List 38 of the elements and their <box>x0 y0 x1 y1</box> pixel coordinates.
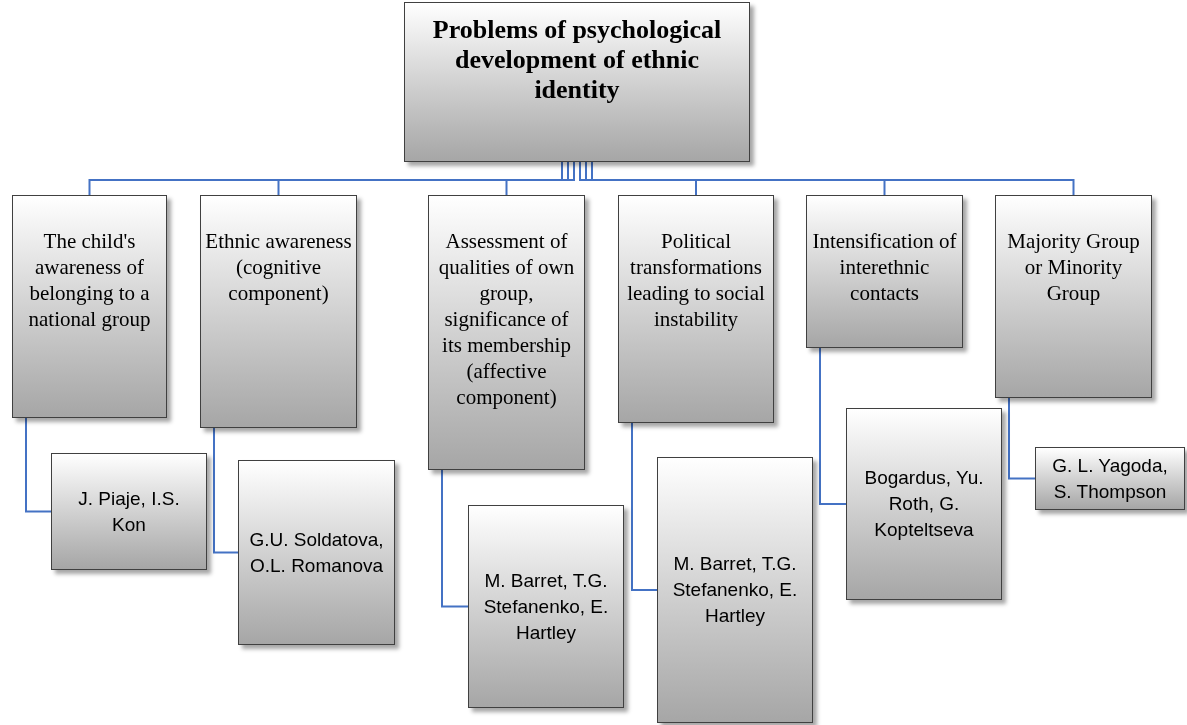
box-text: The child's awareness of belonging to a national group <box>27 228 152 332</box>
box-text: Problems of psychological development of ethnic identity <box>431 15 723 105</box>
box-text: Assessment of qualities of own group, significance of its membership (affective component) <box>437 228 576 410</box>
text-box <box>618 195 774 423</box>
box-text: G. L. Yagoda, S. Thompson <box>1051 453 1169 504</box>
connector-line <box>505 161 575 196</box>
text-box <box>995 195 1152 398</box>
connector-line <box>441 469 469 608</box>
box-text: Majority Group or Minority Group <box>1006 228 1141 306</box>
connector-line <box>585 161 886 196</box>
text-box <box>846 408 1002 600</box>
connector-line <box>277 161 569 196</box>
text-box <box>404 2 750 162</box>
box-text: Bogardus, Yu. Roth, G. Kopteltseva <box>863 466 985 542</box>
box-text: Ethnic awareness (cognitive component) <box>205 228 352 306</box>
connector-line <box>819 347 847 505</box>
connector-line <box>591 161 1075 196</box>
box-text: M. Barret, T.G. Stefanenko, E. Hartley <box>671 552 799 628</box>
text-box <box>12 195 167 418</box>
connector-line <box>631 422 658 591</box>
text-box <box>200 195 357 428</box>
text-box <box>51 453 207 570</box>
connector-line <box>88 161 563 196</box>
box-text: Political transformations leading to social instability <box>626 228 766 332</box>
box-text: J. Piaje, I.S. Kon <box>77 486 181 537</box>
text-box <box>1035 447 1185 510</box>
text-box <box>806 195 963 348</box>
text-box <box>428 195 585 470</box>
box-text: Intensification of interethnic contacts <box>811 228 958 306</box>
connector-line <box>579 161 697 196</box>
text-box <box>238 460 395 645</box>
text-box <box>468 505 624 708</box>
connector-line <box>213 427 239 554</box>
box-text: M. Barret, T.G. Stefanenko, E. Hartley <box>482 568 610 645</box>
box-text: G.U. Soldatova, O.L. Romanova <box>248 527 385 578</box>
connector-line <box>1008 397 1036 480</box>
text-box <box>657 457 813 723</box>
connector-line <box>25 417 52 513</box>
